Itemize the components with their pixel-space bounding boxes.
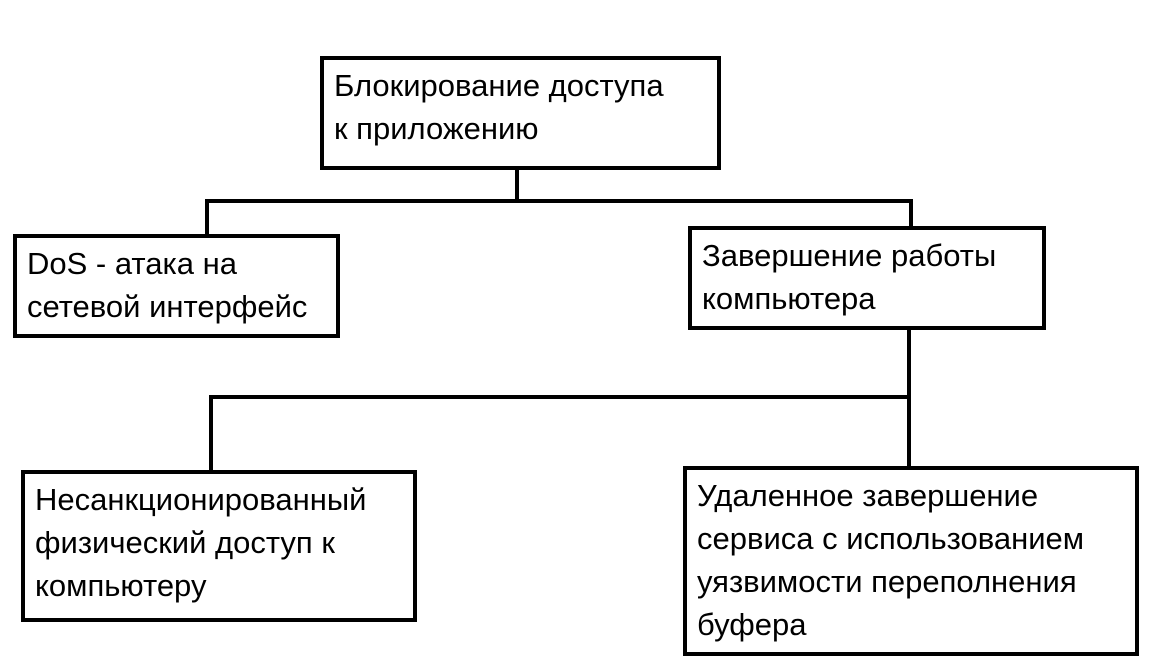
connector-root-stem bbox=[515, 168, 519, 203]
connector-shutdown-bar bbox=[209, 395, 911, 399]
node-computer-shutdown: Завершение работы компьютера bbox=[688, 226, 1046, 330]
node-dos-attack: DoS - атака на сетевой интерфейс bbox=[13, 234, 340, 338]
node-root-block-app-access: Блокирование доступа к приложению bbox=[320, 56, 721, 170]
connector-to-dos bbox=[205, 199, 209, 236]
connector-root-bar bbox=[205, 199, 913, 203]
node-remote-service-termination: Удаленное завершение сервиса с использов… bbox=[683, 466, 1139, 656]
node-unauthorized-physical-access: Несанкционированный физический доступ к … bbox=[21, 470, 417, 622]
connector-to-shutdown bbox=[909, 199, 913, 228]
connector-to-physical bbox=[209, 395, 213, 472]
